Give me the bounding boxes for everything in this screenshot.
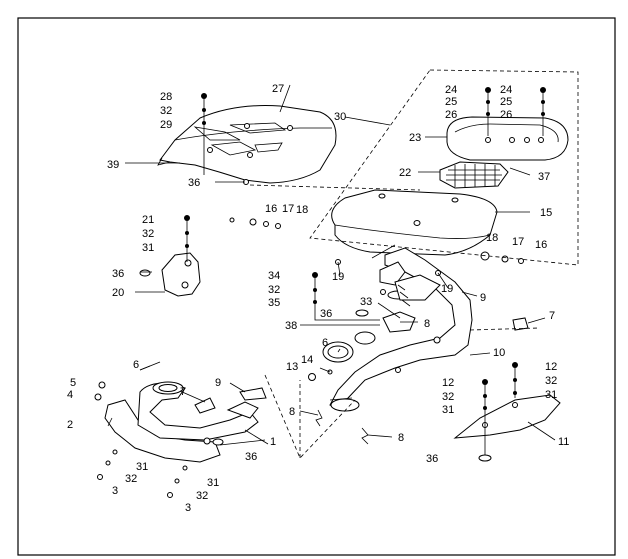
callout-31: 31 (136, 461, 148, 473)
callout-11: 11 (558, 436, 569, 448)
callout-15: 15 (540, 207, 552, 219)
callout-16: 16 (265, 203, 277, 215)
callout-36: 36 (112, 268, 124, 280)
callout-32: 32 (196, 490, 208, 502)
callout-8: 8 (424, 318, 430, 330)
assembly-dashed-lines (249, 69, 579, 459)
callout-38: 38 (285, 320, 297, 332)
callout-36: 36 (188, 177, 200, 189)
callout-9: 9 (480, 292, 486, 304)
callout-28: 28 (160, 91, 172, 103)
callout-36: 36 (320, 308, 332, 320)
callout-31: 31 (545, 389, 557, 401)
muffler (331, 189, 498, 256)
callout-6: 6 (322, 337, 328, 349)
callout-31: 31 (142, 242, 154, 254)
callout-24: 24 (445, 84, 457, 96)
front-exhaust-pipe (329, 244, 473, 412)
callout-26: 26 (445, 109, 457, 121)
callout-18: 18 (296, 204, 308, 216)
callout-32: 32 (268, 284, 280, 296)
callout-13: 13 (286, 361, 298, 373)
callout-19: 19 (332, 271, 344, 283)
callout-27: 27 (272, 83, 284, 95)
callout-24: 24 (500, 84, 512, 96)
callout-7: 7 (180, 386, 186, 398)
callout-10: 10 (493, 347, 505, 359)
callout-32: 32 (160, 105, 172, 117)
callout-32: 32 (142, 228, 154, 240)
callout-12: 12 (442, 377, 454, 389)
callout-37: 37 (538, 171, 550, 183)
callout-3: 3 (185, 502, 191, 514)
callout-7: 7 (549, 310, 555, 322)
muffler-end-cap (446, 116, 569, 161)
callout-4: 4 (67, 389, 73, 401)
callout-5: 5 (70, 377, 76, 389)
callout-32: 32 (442, 391, 454, 403)
callout-18: 18 (486, 232, 498, 244)
callout-17: 17 (282, 203, 294, 215)
callout-3: 3 (112, 485, 118, 497)
callout-36: 36 (426, 453, 438, 465)
callout-32: 32 (545, 375, 557, 387)
fastener-stacks (94, 87, 546, 498)
callout-labels: 28 32 29 27 30 39 36 24 24 25 25 26 26 2… (67, 83, 569, 514)
callout-8: 8 (398, 432, 404, 444)
diagram-frame (17, 17, 616, 556)
callout-29: 29 (160, 119, 172, 131)
callout-25: 25 (500, 96, 512, 108)
callout-6: 6 (133, 359, 139, 371)
callout-21: 21 (142, 214, 154, 226)
callout-19: 19 (441, 283, 453, 295)
callout-1: 1 (270, 436, 276, 448)
callout-39: 39 (107, 159, 119, 171)
header-pipe-assembly (104, 381, 259, 463)
lower-heat-shield (453, 394, 561, 439)
callout-20: 20 (112, 287, 124, 299)
callout-32: 32 (125, 473, 137, 485)
heat-shield-cover (157, 105, 337, 184)
callout-14: 14 (301, 354, 313, 366)
callout-30: 30 (334, 111, 346, 123)
mounting-bracket (161, 252, 201, 297)
callout-36: 36 (245, 451, 257, 463)
callout-25: 25 (445, 96, 457, 108)
callout-35: 35 (268, 297, 280, 309)
callout-17: 17 (512, 236, 524, 248)
callout-31: 31 (207, 477, 219, 489)
callout-31: 31 (442, 404, 454, 416)
callout-9: 9 (215, 377, 221, 389)
callout-12: 12 (545, 361, 557, 373)
callout-16: 16 (535, 239, 547, 251)
callout-34: 34 (268, 270, 280, 282)
callout-22: 22 (399, 167, 411, 179)
callout-23: 23 (409, 132, 421, 144)
callout-8: 8 (289, 406, 295, 418)
callout-26: 26 (500, 109, 512, 121)
mesh-screen (439, 161, 509, 189)
callout-2: 2 (67, 419, 73, 431)
callout-33: 33 (360, 296, 372, 308)
gasket-lower (239, 387, 267, 401)
leader-lines (107, 84, 556, 446)
